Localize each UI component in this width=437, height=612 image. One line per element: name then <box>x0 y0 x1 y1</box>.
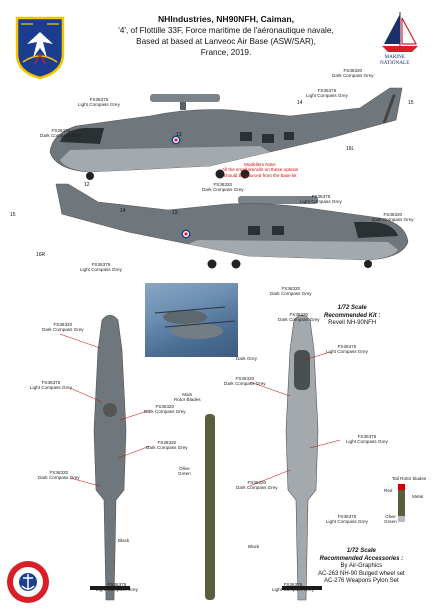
decal-number-13b: 13 <box>172 210 178 216</box>
title-line-1: NHIndustries, NH90NFH, Caiman, <box>157 14 295 24</box>
label-dark-grey: Dark Grey <box>236 356 257 361</box>
label-tail-rotor: Tail Rotor blades <box>392 476 427 481</box>
modellers-note: Modellers Note: All the small stencils o… <box>222 162 299 178</box>
marine-nationale-logo <box>382 12 418 52</box>
reference-photo <box>145 283 238 357</box>
top-view <box>90 314 130 601</box>
decal-number-16l: 16L <box>346 146 355 152</box>
decal-number-15b: 15 <box>10 212 16 218</box>
title-line-4: France, 2019. <box>200 48 252 57</box>
label-red: Red <box>384 488 393 493</box>
decal-number-14: 14 <box>297 100 303 106</box>
label-black-bot: Black <box>248 544 260 549</box>
tail-rotor-blade <box>398 484 405 522</box>
label-black-top: Black <box>118 538 130 543</box>
title-line-2: '4', of Flottille 33F, Force maritime de… <box>118 26 334 35</box>
decal-number-12: 12 <box>84 182 90 188</box>
marine-nationale-text: MARINE NATIONALE <box>380 54 410 66</box>
side-view-right <box>55 183 409 269</box>
main-rotor-blade <box>205 414 215 600</box>
recommended-accessories: 1/72 Scale Recommended Accessories : By … <box>318 548 405 585</box>
recommended-kit: 1/72 Scale Recommended Kit : Revell NH-9… <box>324 305 381 327</box>
navy-roundel <box>7 561 49 603</box>
side-view-left <box>49 87 403 180</box>
bottom-view <box>282 314 322 601</box>
title-line-3: Based at based at Lanveoc Air Base (ASW/… <box>136 37 316 46</box>
decal-number-14b: 14 <box>120 208 126 214</box>
sheet-title: NHIndustries, NH90NFH, Caiman, '4', of F… <box>96 14 356 58</box>
decal-number-16r: 16R <box>36 252 46 258</box>
label-metal: Metal <box>412 494 424 499</box>
decal-number-13: 13 <box>176 132 182 138</box>
flottille-crest <box>15 16 65 80</box>
decal-number-15: 15 <box>408 100 414 106</box>
